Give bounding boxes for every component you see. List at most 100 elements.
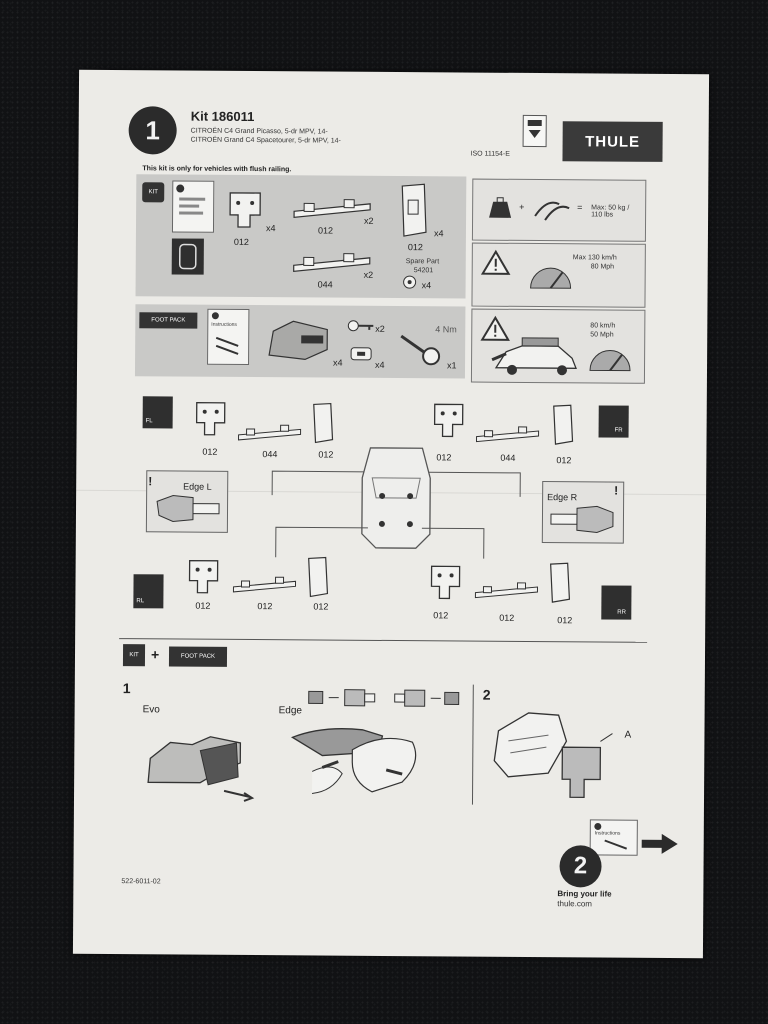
key-icon: [347, 320, 374, 332]
step-1-circle: 1: [128, 106, 177, 155]
vehicle-line-2: CITROËN Grand C4 Spacetourer, 5-dr MPV, …: [190, 136, 341, 145]
part-code: 012: [556, 455, 572, 466]
next-step-circle: 2: [559, 845, 602, 888]
foot-qty: x4: [333, 357, 343, 368]
part-code: 012: [233, 236, 249, 248]
rail-clip-044-icon: [293, 253, 371, 272]
kit-instructions-sheet-icon: [171, 180, 215, 233]
assembly-step-1: 1: [122, 680, 131, 697]
position-fl-badge: FL: [142, 396, 173, 429]
tagline: Bring your life: [557, 889, 612, 899]
part-qty: x4: [421, 280, 432, 291]
edge-foot-icon: [156, 494, 220, 522]
flush-railing-note: This kit is only for vehicles with flush…: [142, 165, 292, 174]
edge-left-callout: Edge L: [145, 470, 229, 533]
rail-clip-icon: [232, 576, 297, 593]
part-qty: x2: [364, 215, 374, 226]
next-arrow-icon: [641, 833, 678, 854]
lock-qty: x4: [375, 359, 385, 370]
part-label-a: A: [624, 729, 632, 741]
max-load-panel: + = Max: 50 kg / 110 lbs: [471, 178, 647, 242]
key-qty: x2: [375, 323, 385, 334]
part-code: 012: [195, 600, 211, 611]
website: thule.com: [557, 899, 593, 909]
plus-sign: +: [150, 646, 160, 663]
fl-label: FL: [145, 418, 153, 425]
pad-icon: [313, 402, 334, 444]
warning-triangle-icon: [480, 249, 511, 275]
roof-bars-icon: [534, 201, 570, 221]
foot-bracket-assembly-illustration: [493, 712, 613, 799]
speedometer-icon: [530, 267, 572, 289]
position-fr-badge: FR: [598, 405, 629, 438]
spare-part-label: Spare Part: [405, 258, 440, 266]
max-speed-text: Max 130 km/h: [572, 254, 617, 262]
part-code: 012: [557, 615, 573, 626]
iso-label: ISO 11154-E: [470, 150, 510, 158]
pad-icon: [308, 556, 329, 598]
bracket-012-a-icon: [229, 192, 261, 228]
evo-foot-illustration: [147, 736, 255, 802]
fr-label: FR: [614, 427, 623, 434]
evo-label: Evo: [142, 704, 160, 716]
max-speed-mph: 80 Mph: [590, 263, 615, 271]
spare-nut-icon: [403, 275, 417, 289]
assembly-kit-badge: KIT: [122, 644, 146, 667]
rl-label: RL: [136, 598, 145, 605]
kit-contents-panel: KIT 012 x4 012 x2 x4 012 044: [135, 174, 467, 299]
rear-connector-lines: [275, 526, 485, 559]
car-top-view-icon: [171, 238, 204, 275]
bracket-icon: [433, 403, 464, 438]
foot-unit-icon: [268, 320, 328, 361]
speedometer-icon: [589, 350, 631, 372]
part-code: 012: [499, 612, 515, 623]
edge-label: Edge: [278, 705, 303, 717]
foot-pack-panel: FOOT PACK Instructions x4 x2 x4 4 Nm x1: [134, 304, 466, 379]
part-code: 012: [313, 601, 329, 612]
car-position-diagram: [271, 447, 521, 549]
instructions-label: Instructions: [594, 830, 621, 837]
equals-sign: =: [577, 202, 583, 213]
edge-right-label: Edge R: [547, 492, 578, 503]
lock-cylinder-icon: [350, 347, 372, 361]
edge-left-exclamation: !: [148, 474, 153, 489]
reduced-speed-text: 80 km/h: [590, 322, 616, 330]
instruction-sheet: 1 Kit 186011 CITROËN C4 Grand Picasso, 5…: [72, 69, 710, 959]
next-instructions-sheet-icon: Instructions: [589, 819, 638, 856]
certification-icon: [522, 114, 547, 148]
document-code: 522-6011-02: [121, 878, 161, 886]
pad-icon: [553, 404, 574, 445]
edge-right-exclamation: !: [614, 483, 619, 498]
position-rl-badge: RL: [133, 574, 164, 609]
bracket-icon: [188, 559, 219, 594]
edge-hand-illustration: [290, 728, 417, 794]
reduced-speed-panel: 80 km/h 50 Mph: [470, 308, 646, 384]
rr-label: RR: [617, 609, 627, 616]
foot-pack-badge: FOOT PACK: [139, 312, 198, 329]
part-code: 012: [407, 242, 423, 253]
part-code: 012: [433, 610, 449, 621]
rail-clip-012-icon: [293, 199, 371, 218]
part-code: 012: [202, 446, 218, 457]
part-code: 012: [257, 601, 273, 612]
max-load-text: Max: 50 kg / 110 lbs: [591, 204, 630, 219]
pad-012-icon: [401, 183, 427, 237]
instructions-label: Instructions: [211, 321, 237, 328]
bracket-icon: [430, 565, 461, 600]
edge-foot-icon: [550, 505, 614, 533]
section-divider: [119, 638, 648, 643]
tool-qty: x1: [447, 360, 457, 371]
warning-triangle-icon: [480, 315, 510, 341]
rail-clip-icon: [476, 426, 540, 443]
reduced-speed-mph: 50 Mph: [590, 331, 614, 339]
kit-badge: KIT: [142, 182, 165, 203]
torque-tool-icon: [400, 334, 441, 366]
part-qty: x4: [433, 228, 444, 239]
pad-icon: [550, 562, 571, 603]
speed-limit-panel: Max 130 km/h 80 Mph: [471, 242, 646, 308]
rail-clip-icon: [238, 424, 302, 441]
assembly-foot-pack-badge: FOOT PACK: [168, 646, 228, 667]
rail-clip-icon: [474, 582, 538, 599]
part-code: 044: [317, 279, 333, 290]
car-with-load-icon: [491, 337, 577, 376]
